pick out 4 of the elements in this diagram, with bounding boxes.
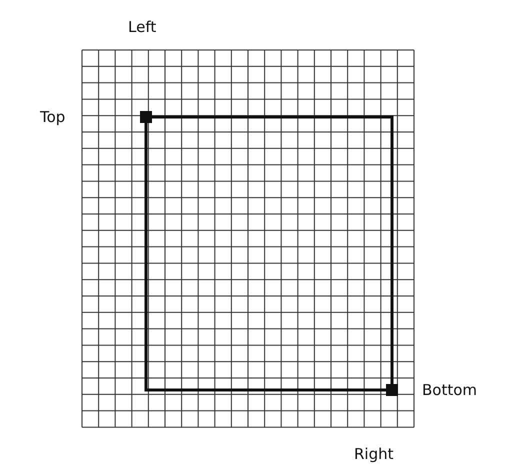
axis-label: Top — [40, 108, 66, 126]
axis-label: Right — [354, 445, 394, 463]
axis-label: Left — [128, 18, 156, 36]
axis-label: Bottom — [422, 381, 478, 399]
